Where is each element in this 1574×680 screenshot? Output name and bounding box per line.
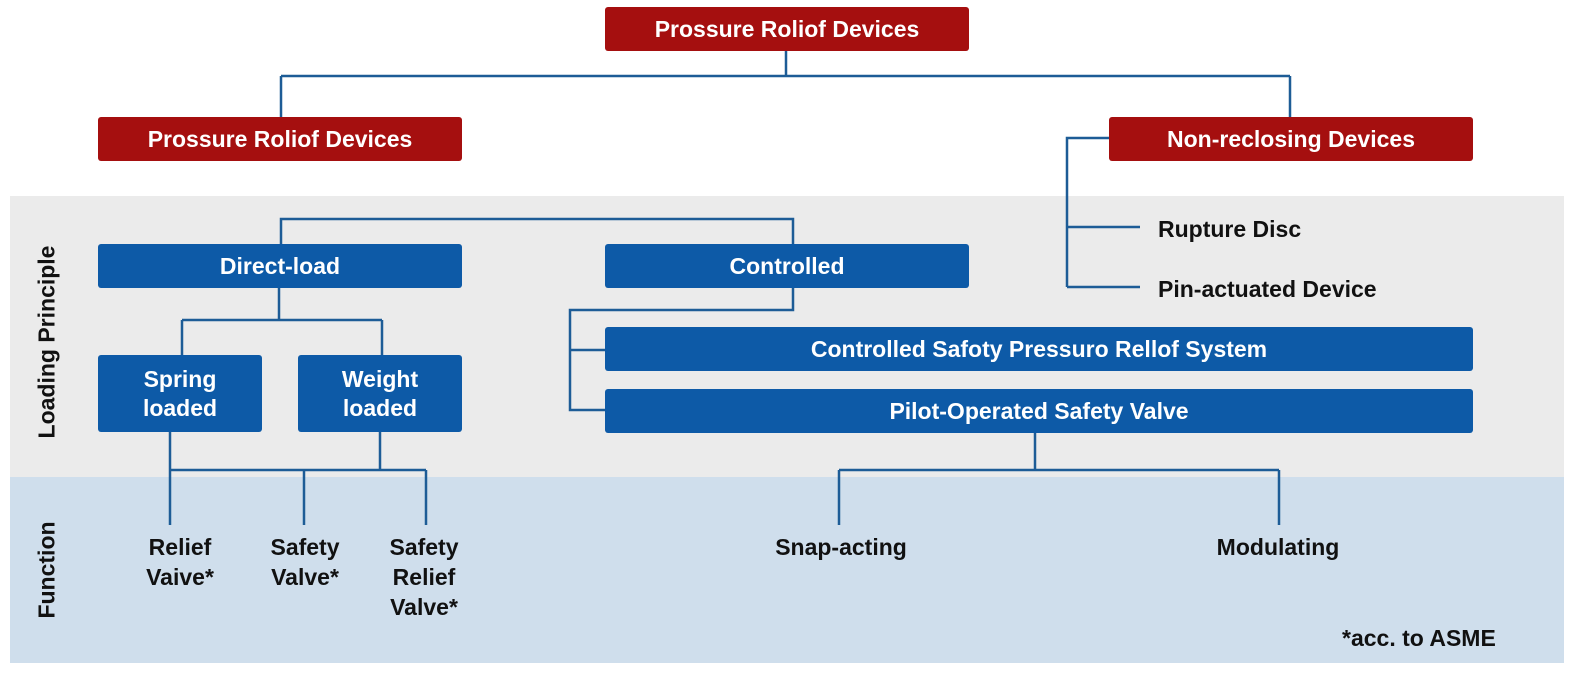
spring-loaded-label: Spring loaded <box>142 365 218 421</box>
pilot-operated-valve-box: Pilot-Operated Safety Valve <box>605 389 1473 433</box>
rupture-disc-label: Rupture Disc <box>1158 216 1302 242</box>
non-reclosing-devices-box: Non-reclosing Devices <box>1109 117 1473 161</box>
weight-loaded-box: Weight loaded <box>298 355 462 432</box>
reclosing-devices-label: Prossure Roliof Devices <box>147 125 413 152</box>
controlled-system-label: Controlled Safoty Pressuro Rellof System <box>810 335 1268 362</box>
modulating-label: Modulating <box>1216 534 1340 560</box>
safety-relief-valve-label: Safety Relief Valve* <box>389 534 459 620</box>
safety-valve-label: Safety Valve* <box>270 534 340 590</box>
controlled-system-box: Controlled Safoty Pressuro Rellof System <box>605 327 1473 371</box>
direct-load-label: Direct-load <box>219 252 341 279</box>
root-label: Prossure Roliof Devices <box>654 15 920 42</box>
reclosing-devices-box: Prossure Roliof Devices <box>98 117 462 161</box>
non-reclosing-devices-label: Non-reclosing Devices <box>1167 125 1415 152</box>
spring-loaded-box: Spring loaded <box>98 355 262 432</box>
loading-principle-row-label: Loading Principle <box>33 245 60 439</box>
pin-actuated-device-label: Pin-actuated Device <box>1158 276 1377 302</box>
weight-loaded-label: Weight loaded <box>341 365 419 421</box>
footnote: *acc. to ASME <box>1342 625 1496 651</box>
snap-acting-label: Snap-acting <box>775 534 907 560</box>
controlled-label: Controlled <box>729 252 845 279</box>
controlled-box: Controlled <box>605 244 969 288</box>
direct-load-box: Direct-load <box>98 244 462 288</box>
function-row-label: Function <box>33 521 60 619</box>
function-band <box>10 477 1564 663</box>
root-box: Prossure Roliof Devices <box>605 7 969 51</box>
pilot-operated-valve-label: Pilot-Operated Safety Valve <box>889 397 1189 424</box>
relief-valve-label: Relief Vaive* <box>146 534 214 590</box>
